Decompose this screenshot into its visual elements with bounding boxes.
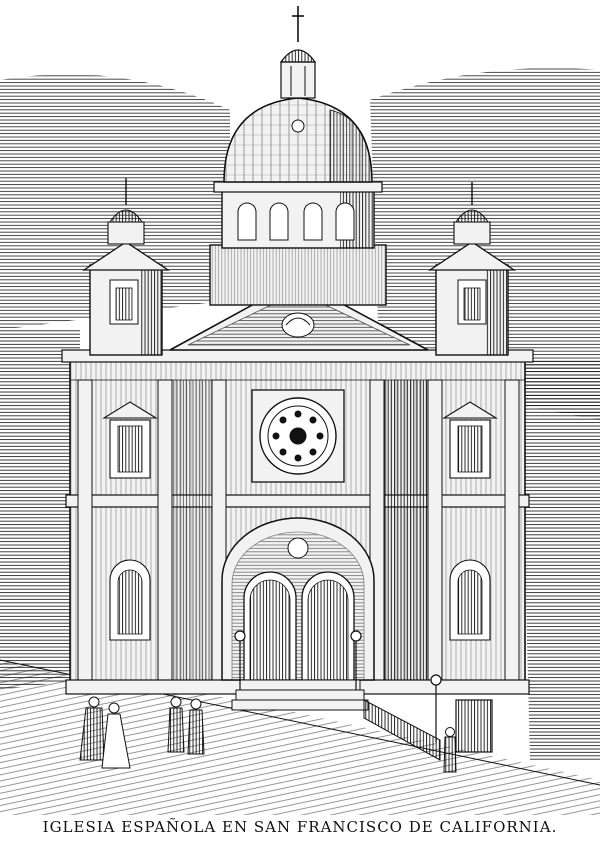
sky-hatching (0, 68, 600, 760)
side-door (455, 699, 493, 753)
caption-title: IGLESIA ESPAÑOLA EN SAN FRANCISCO DE CAL… (42, 818, 558, 836)
walking-men-figures (167, 696, 205, 755)
left-bell-tower (81, 178, 171, 356)
upper-windows (102, 401, 498, 479)
pedestrian-figures (79, 696, 457, 773)
lower-windows (109, 559, 491, 641)
pediment (169, 279, 429, 351)
church-engraving (0, 6, 600, 815)
entrance-stairs (231, 679, 441, 761)
cupola-lantern (279, 49, 317, 99)
right-bell-tower (427, 182, 517, 356)
standing-man-figure (443, 727, 457, 773)
couple-figures (79, 696, 131, 769)
rose-window (251, 389, 345, 483)
cross-icon (292, 6, 304, 42)
arched-doorways (221, 517, 375, 681)
lamp-posts (234, 630, 442, 742)
central-dome (209, 97, 387, 306)
